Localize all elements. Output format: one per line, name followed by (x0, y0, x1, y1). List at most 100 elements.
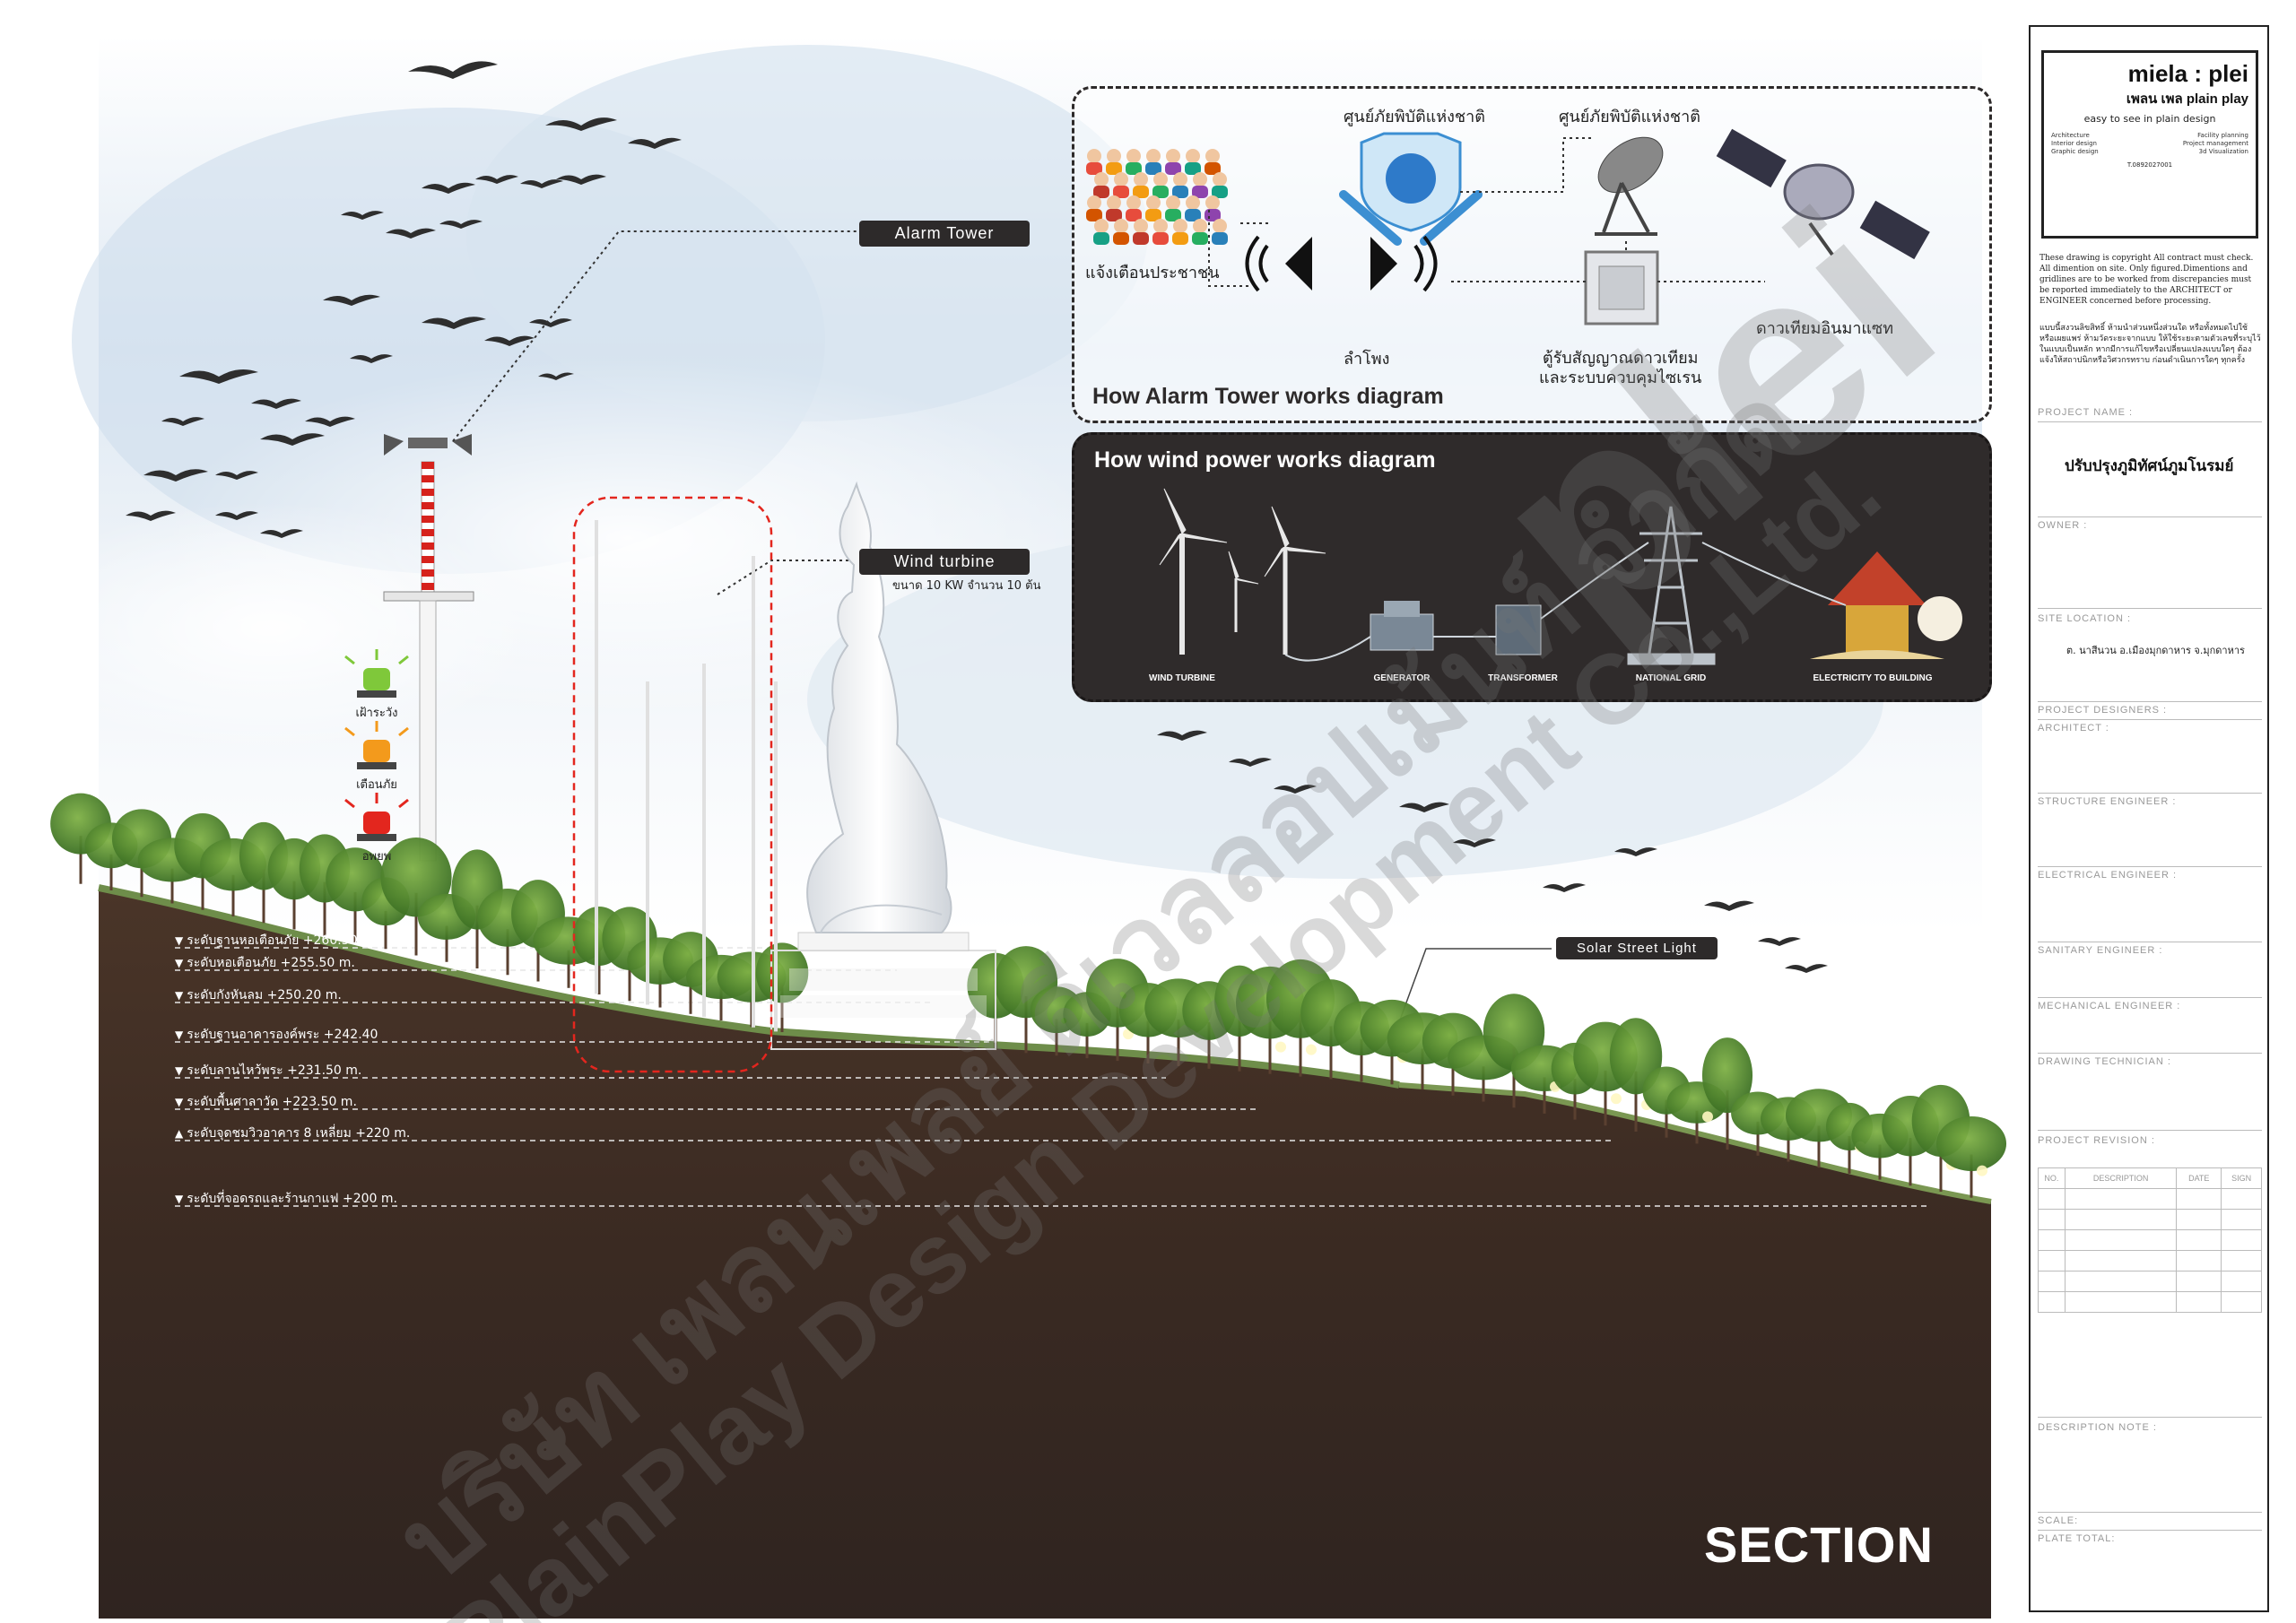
transformer-icon (1495, 604, 1542, 655)
person-head (1186, 195, 1200, 210)
title-block: miela : plei เพลน เพล plain play easy to… (2029, 25, 2269, 1612)
level-text: ระดับหอเตือนภัย +255.50 m. (187, 956, 355, 970)
level-text: ระดับพื้นศาลาวัด +223.50 m. (187, 1095, 357, 1109)
table-cell (2221, 1291, 2262, 1313)
level-marker-icon: ▼ (175, 989, 184, 1002)
tower-stripe (422, 502, 434, 509)
logo-main: miela : plei (2127, 60, 2248, 87)
person-head (1134, 172, 1148, 187)
person-head (1146, 195, 1161, 210)
alarm-diagram-graphics (1086, 128, 1930, 325)
person-head (1114, 172, 1128, 187)
wind-power-diagram: How wind power works diagram (1072, 432, 1992, 702)
mechanical-engineer-label: MECHANICAL ENGINEER : (2038, 1001, 2181, 1011)
disaster-center-emblem-icon (1339, 132, 1483, 246)
company-logo: miela : plei เพลน เพล plain play easy to… (2041, 50, 2258, 239)
structure-engineer-label: STRUCTURE ENGINEER : (2038, 796, 2177, 807)
person-body (1106, 209, 1122, 221)
table-cell (2064, 1250, 2178, 1271)
person-head (1134, 219, 1148, 233)
table-cell (2176, 1250, 2222, 1271)
level-text: ระดับกังหันลม +250.20 m. (187, 988, 342, 1002)
person-body (1093, 186, 1109, 198)
tree (1701, 1037, 1753, 1150)
table-cell (2038, 1229, 2066, 1251)
wind-turbine-label: Wind turbine (859, 549, 1030, 575)
table-cell (2064, 1229, 2178, 1251)
wind-step-caption: ELECTRICITY TO BUILDING (1813, 673, 1933, 683)
table-cell (2064, 1291, 2178, 1313)
table-cell (2038, 1271, 2066, 1292)
person-body (1133, 186, 1149, 198)
wind-step-caption: NATIONAL GRID (1635, 673, 1707, 683)
center2-caption: ศูนย์ภัยพิบัติแห่งชาติ (1559, 108, 1700, 126)
wind-step-caption: WIND TURBINE (1149, 673, 1215, 683)
person-head (1107, 149, 1121, 163)
alarm-diagram-title: How Alarm Tower works diagram (1092, 384, 1444, 409)
tower-stripe (422, 556, 434, 563)
project-name: ปรับปรุงภูมิทัศน์ภูมโนรมย์ (2065, 457, 2234, 475)
person-body (1145, 209, 1161, 221)
person-head (1193, 172, 1207, 187)
table-cell (2038, 1250, 2066, 1271)
revision-header: DATE (2176, 1167, 2222, 1189)
person-head (1126, 149, 1141, 163)
table-cell (2176, 1229, 2222, 1251)
person-head (1205, 149, 1220, 163)
electrical-engineer-label: ELECTRICAL ENGINEER : (2038, 870, 2178, 881)
project-revision-label: PROJECT REVISION : (2038, 1135, 2155, 1146)
satellite-dish-icon (1595, 136, 1664, 236)
tower-stripe (422, 516, 434, 523)
table-cell (2176, 1188, 2222, 1210)
table-cell (2221, 1209, 2262, 1230)
person-body (1192, 186, 1208, 198)
people-icon (1086, 149, 1228, 245)
level-text: ระดับฐานอาคารองค์พระ +242.40 (187, 1028, 378, 1042)
person-head (1126, 195, 1141, 210)
person-head (1107, 195, 1121, 210)
level-label: ▼ระดับที่จอดรถและร้านกาแฟ +200 m. (175, 1189, 397, 1209)
person-head (1213, 219, 1227, 233)
person-body (1106, 162, 1122, 175)
service-item: Architecture (2051, 132, 2090, 139)
tower-stripe (422, 475, 434, 482)
table-cell (2064, 1209, 2178, 1230)
level-marker-icon: ▼ (175, 934, 184, 947)
level-label: ▼ระดับหอเตือนภัย +255.50 m. (175, 953, 355, 973)
center1-caption: ศูนย์ภัยพิบัติแห่งชาติ (1344, 108, 1485, 126)
person-head (1087, 149, 1101, 163)
person-head (1213, 172, 1227, 187)
logo-tagline: easy to see in plain design (2083, 113, 2216, 125)
site-location: ต. นาสีนวน อ.เมืองมุกดาหาร จ.มุกดาหาร (2066, 645, 2245, 656)
person-body (1145, 162, 1161, 175)
level-text: ระดับที่จอดรถและร้านกาแฟ +200 m. (187, 1192, 397, 1206)
person-body (1126, 209, 1142, 221)
speaker-caption: ลำโพง (1344, 350, 1390, 369)
table-row (2038, 1271, 2262, 1292)
person-head (1173, 219, 1187, 233)
level-marker-icon: ▼ (175, 1193, 184, 1205)
person-body (1126, 162, 1142, 175)
wind-diagram-graphics (1159, 488, 1962, 665)
person-body (1086, 209, 1102, 221)
table-cell (2038, 1291, 2066, 1313)
person-body (1205, 162, 1221, 175)
revision-header: NO. (2038, 1167, 2066, 1189)
person-body (1165, 162, 1181, 175)
sanitary-engineer-label: SANITARY ENGINEER : (2038, 945, 2163, 956)
section-title: SECTION (1704, 1516, 1934, 1573)
service-item: Interior design (2051, 140, 2097, 147)
table-row (2038, 1291, 2262, 1313)
pylon-icon (1627, 506, 1716, 665)
level-marker-icon: ▼ (175, 1064, 184, 1077)
table-row (2038, 1250, 2262, 1271)
logo-sub: เพลน เพล plain play (2126, 91, 2248, 107)
level-label: ▼ระดับลานไหว้พระ +231.50 m. (175, 1061, 361, 1081)
project-name-label: PROJECT NAME : (2038, 407, 2134, 418)
owner-label: OWNER : (2038, 520, 2088, 531)
lamp-label: เฝ้าระวัง (355, 707, 398, 720)
tower-stripe (422, 569, 434, 577)
receiver-cabinet-icon (1584, 250, 1659, 325)
